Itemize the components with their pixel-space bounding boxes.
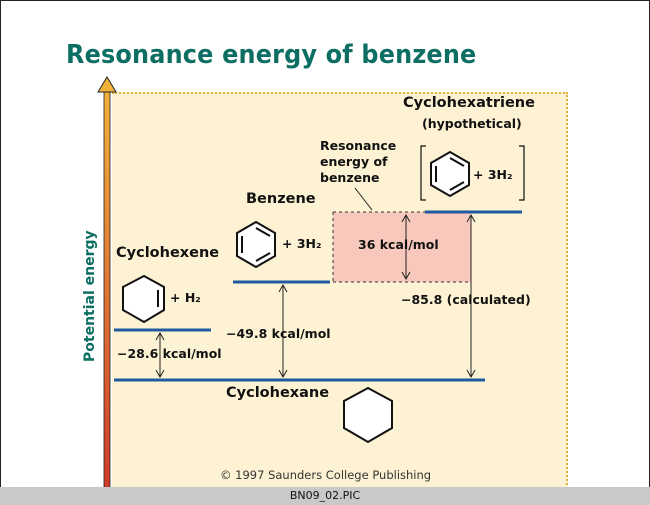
resonance-energy-value: 36 kcal/mol — [358, 237, 439, 252]
benzene-energy-arrow — [278, 283, 288, 379]
resonance-label-line1: Resonance — [320, 138, 397, 153]
cyclohexene-energy-value: −28.6 kcal/mol — [117, 346, 222, 361]
cyclohexene-ring — [122, 274, 165, 324]
cyclohexatriene-note: (hypothetical) — [422, 116, 522, 131]
diagram-panel — [112, 92, 568, 492]
benzene-reagent: + 3H₂ — [282, 236, 322, 251]
cyclohexatriene-energy-value: −85.8 (calculated) — [401, 292, 531, 307]
cyclohexatriene-reagent: + 3H₂ — [473, 167, 513, 182]
cyclohexatriene-ring — [430, 150, 470, 198]
resonance-label-leader — [354, 187, 373, 211]
figure-title: Resonance energy of benzene — [66, 40, 477, 70]
benzene-ring — [236, 220, 276, 269]
footer-bar: BN09_02.PIC — [0, 487, 650, 505]
cyclohexane-ring — [343, 386, 393, 444]
copyright-notice: © 1997 Saunders College Publishing — [220, 468, 432, 482]
resonance-label-line2: energy of — [320, 154, 388, 169]
cyclohexatriene-label: Cyclohexatriene — [403, 95, 535, 111]
footer-filename: BN09_02.PIC — [289, 489, 361, 502]
resonance-label: Resonance energy of benzene — [320, 138, 396, 186]
cyclohexatriene-energy-arrow — [466, 213, 476, 379]
cyclohexane-label: Cyclohexane — [226, 385, 330, 401]
cyclohexatriene-bracket — [420, 145, 525, 201]
cyclohexene-label: Cyclohexene — [116, 245, 220, 261]
benzene-label: Benzene — [246, 191, 316, 207]
energy-axis-arrow — [97, 76, 117, 487]
benzene-energy-value: −49.8 kcal/mol — [226, 326, 331, 341]
cyclohexene-energy-arrow — [155, 331, 165, 379]
axis-label: Potential energy — [82, 230, 98, 362]
resonance-energy-box — [333, 212, 471, 282]
cyclohexene-reagent: + H₂ — [170, 290, 201, 305]
resonance-label-line3: benzene — [320, 170, 380, 185]
resonance-energy-arrow — [401, 213, 411, 281]
